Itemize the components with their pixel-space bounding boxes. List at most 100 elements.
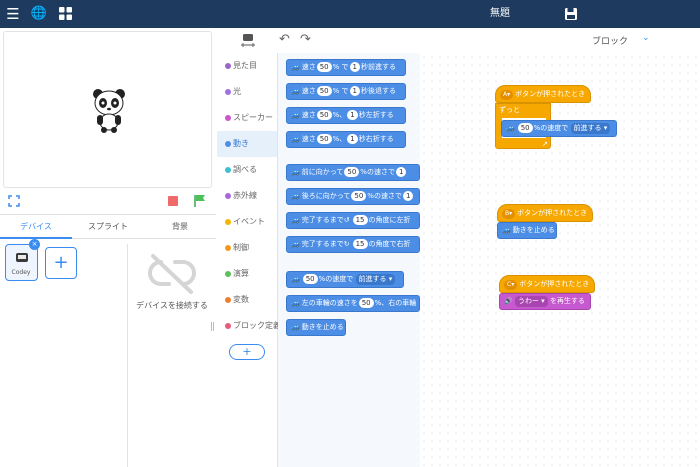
stage-preview[interactable] — [3, 31, 212, 188]
tab-sprites[interactable]: スプライト — [88, 222, 128, 231]
category-dot — [225, 297, 231, 303]
category-light[interactable]: 光 — [217, 79, 277, 105]
category-dot — [225, 89, 231, 95]
block-text: %の速さで — [360, 168, 395, 176]
category-looks[interactable]: 見た目 — [217, 53, 277, 79]
angle-input[interactable]: 15 — [352, 239, 368, 249]
block-text: %の速度で — [318, 275, 354, 283]
add-extension-button[interactable]: + — [229, 344, 265, 360]
speed-input[interactable]: 50 — [351, 191, 367, 201]
undo-icon[interactable]: ↶ — [279, 32, 290, 47]
direction-dropdown[interactable]: 前進する ▾ — [355, 274, 396, 285]
car-icon: 🚙 — [291, 135, 300, 143]
disconnected-link-icon — [148, 254, 196, 294]
category-my-blocks[interactable]: ブロック定義 — [217, 313, 281, 339]
block-text: 完了するまで — [301, 216, 344, 224]
dropdown-value: C — [507, 281, 512, 288]
speed-input[interactable]: 50 — [316, 134, 332, 144]
car-icon: 🚙 — [291, 216, 300, 224]
seconds-input[interactable]: 1 — [395, 167, 407, 177]
chevron-down-icon[interactable]: ⌄ — [642, 33, 650, 43]
category-events[interactable]: イベント — [217, 209, 277, 235]
speed-input[interactable]: 50 — [344, 167, 360, 177]
category-variables[interactable]: 変数 — [217, 287, 277, 313]
save-icon[interactable] — [564, 7, 578, 21]
category-label: イベント — [233, 217, 265, 226]
speed-input[interactable]: 50 — [302, 274, 318, 284]
resize-handle[interactable] — [211, 322, 214, 331]
category-infrared[interactable]: 赤外線 — [217, 183, 277, 209]
block-move-at-speed-placed[interactable]: 🚙50%の速度で 前進する ▾ — [501, 120, 617, 137]
button-dropdown[interactable]: B▾ — [502, 209, 516, 219]
connect-device-label[interactable]: デバイスを接続する — [136, 301, 208, 310]
category-sensing[interactable]: 調べる — [217, 157, 277, 183]
dropdown-value: 前進する — [358, 275, 387, 283]
category-speaker[interactable]: スピーカー — [217, 105, 277, 131]
button-dropdown[interactable]: C▾ — [504, 280, 518, 290]
codey-device-icon — [16, 253, 28, 262]
left-speed-input[interactable]: 50 — [358, 298, 374, 308]
device-tile-codey[interactable]: × Codey — [5, 239, 40, 281]
seconds-input[interactable]: 1 — [347, 134, 358, 144]
block-text: ボタンが押されたとき — [515, 90, 586, 98]
category-dot — [225, 271, 231, 277]
category-control[interactable]: 制御 — [217, 235, 277, 261]
hat-block-button-a[interactable]: A▾ボタンが押されたとき — [495, 85, 591, 103]
remove-device-icon[interactable]: × — [29, 239, 40, 250]
seconds-input[interactable]: 1 — [347, 110, 358, 120]
block-move-at-speed[interactable]: 🚙50%の速度で 前進する ▾ — [286, 271, 404, 288]
device-target-icon[interactable] — [240, 32, 256, 48]
seconds-input[interactable]: 1 — [402, 191, 414, 201]
block-stop-moving[interactable]: 🚙動きを止める — [286, 319, 346, 336]
menu-icon[interactable]: ☰ — [6, 5, 20, 23]
category-operators[interactable]: 演算 — [217, 261, 277, 287]
add-device-button[interactable]: + — [45, 247, 77, 279]
speaker-icon: 🔊 — [504, 297, 513, 305]
stop-icon[interactable] — [168, 196, 178, 206]
block-text: % で — [332, 63, 349, 71]
fullscreen-icon[interactable] — [8, 195, 20, 207]
direction-dropdown[interactable]: 前進する ▾ — [570, 123, 611, 134]
grid-icon[interactable] — [54, 0, 76, 29]
block-text: %、 — [332, 111, 347, 119]
speed-input[interactable]: 50 — [517, 123, 533, 133]
tab-backdrops[interactable]: 背景 — [172, 222, 188, 231]
category-dot — [225, 219, 231, 225]
tab-devices[interactable]: デバイス — [0, 215, 72, 239]
angle-input[interactable]: 15 — [352, 215, 368, 225]
seconds-input[interactable]: 1 — [349, 86, 360, 96]
seconds-input[interactable]: 1 — [349, 62, 360, 72]
category-motion[interactable]: 動き — [217, 131, 277, 157]
green-flag-icon[interactable] — [194, 194, 206, 207]
hat-block-button-b[interactable]: B▾ボタンが押されたとき — [497, 204, 593, 222]
speed-input[interactable]: 50 — [316, 62, 332, 72]
script-workspace[interactable]: A▾ボタンが押されたとき ずっと ↗ 🚙50%の速度で 前進する ▾ B▾ボタン… — [420, 53, 700, 467]
category-dot — [225, 245, 231, 251]
sound-dropdown[interactable]: うわー ▾ — [514, 296, 548, 307]
car-icon: 🚙 — [506, 124, 515, 132]
block-text: 後ろに向かって — [301, 192, 351, 200]
block-play-sound[interactable]: 🔊 うわー ▾ を再生する — [499, 293, 591, 310]
redo-icon[interactable]: ↷ — [300, 32, 311, 47]
button-dropdown[interactable]: A▾ — [500, 90, 514, 100]
category-dot — [225, 141, 231, 147]
globe-icon[interactable]: 🌐 — [30, 6, 48, 21]
block-text: 左の車輪の速さを — [301, 299, 358, 307]
block-text: %の速さで — [367, 192, 402, 200]
speed-input[interactable]: 50 — [316, 110, 332, 120]
hat-block-button-c[interactable]: C▾ボタンが押されたとき — [499, 275, 595, 293]
block-stop-moving-placed[interactable]: 🚙動きを止める — [497, 222, 557, 239]
project-title[interactable]: 無題 — [490, 8, 510, 19]
car-icon: 🚙 — [291, 192, 300, 200]
view-select-label[interactable]: ブロック — [592, 37, 629, 47]
speed-input[interactable]: 50 — [316, 86, 332, 96]
